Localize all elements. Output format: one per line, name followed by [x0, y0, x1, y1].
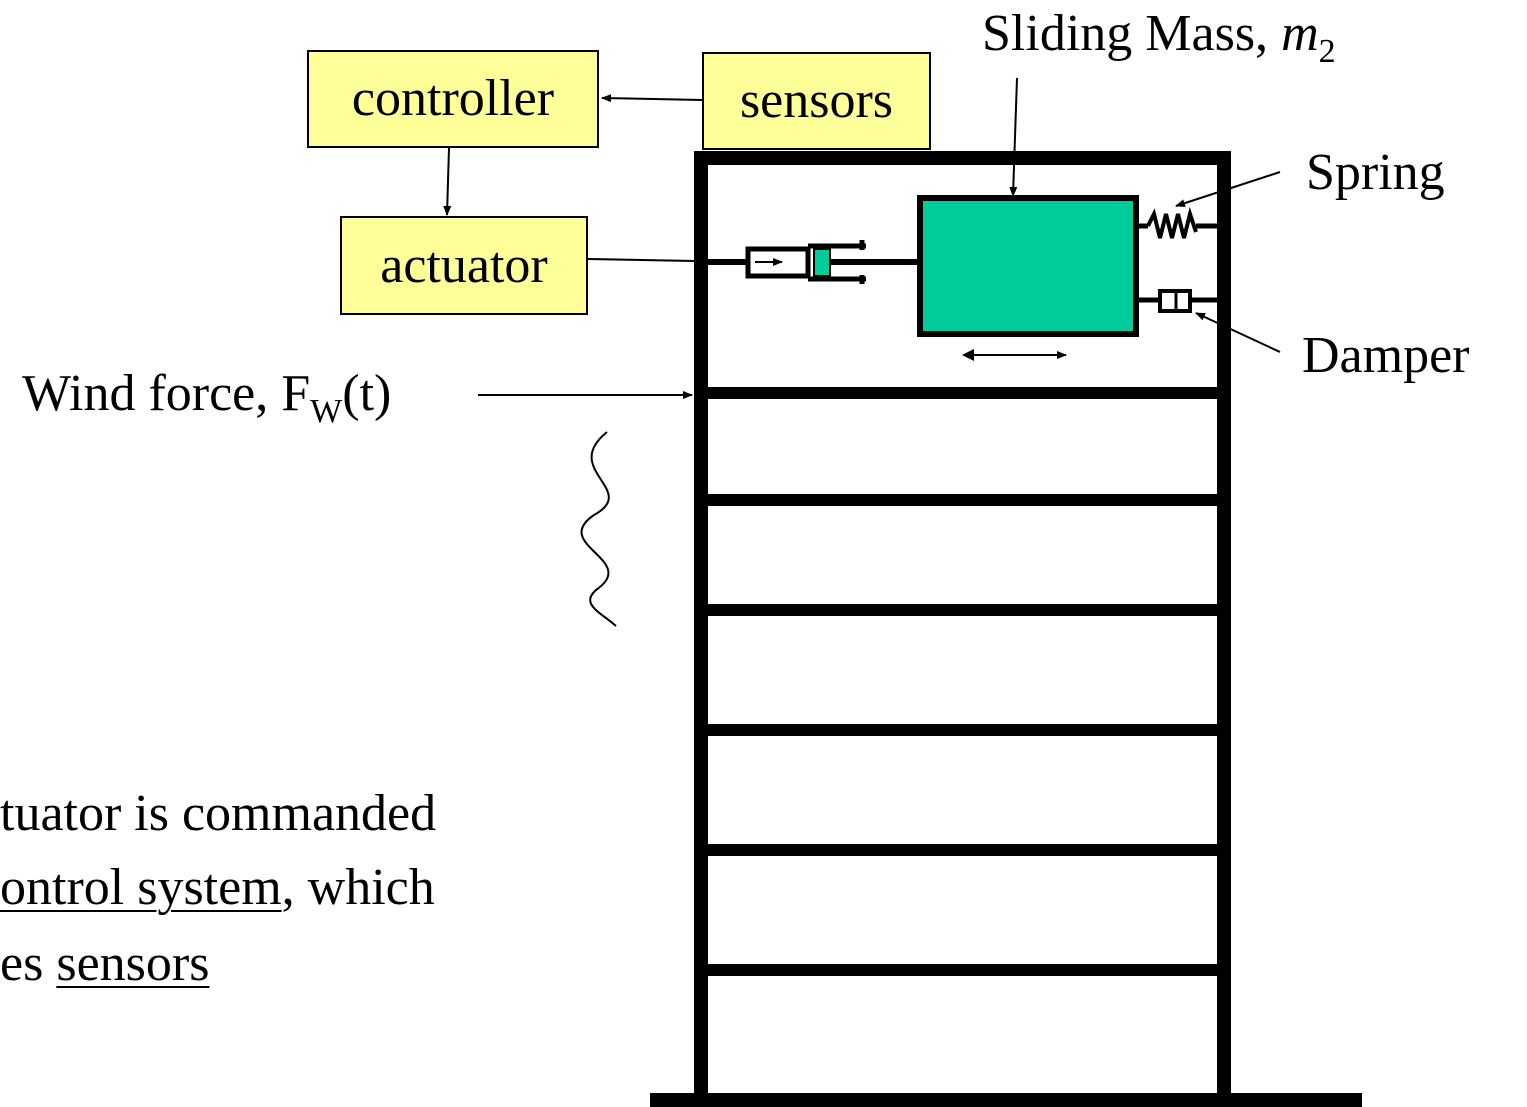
floor-slabs	[701, 387, 1224, 976]
sensors-block: sensors	[702, 52, 931, 150]
actuator-block: actuator	[340, 216, 588, 315]
spring	[1136, 206, 1218, 239]
sensors-label: sensors	[739, 72, 894, 129]
controller-block: controller	[307, 50, 599, 148]
mass-leader-arrow	[1009, 77, 1018, 197]
caption-line-3: es sensors	[0, 935, 210, 992]
sliding-mass-label: Sliding Mass, m2	[982, 5, 1336, 70]
sliding-mass	[917, 195, 1139, 337]
caption-line-2: ontrol system, which	[0, 859, 435, 916]
control-system-link: ontrol system	[0, 859, 282, 916]
damper-leader-arrow	[1195, 312, 1281, 353]
controller-to-actuator-arrow	[443, 147, 452, 216]
damper-label: Damper	[1302, 327, 1470, 384]
actuator-to-piston-line	[587, 258, 749, 263]
sensors-to-controller-arrow	[601, 94, 703, 103]
wind-force-label: Wind force, FW(t)	[22, 365, 392, 430]
mass-motion-arrow	[962, 349, 1067, 361]
spring-label: Spring	[1306, 144, 1445, 201]
building-frame	[694, 151, 1231, 1094]
wind-wave-icon	[580, 431, 617, 627]
spring-leader-arrow	[1175, 171, 1281, 208]
controller-label: controller	[351, 70, 555, 127]
sensors-underlined: sensors	[56, 935, 210, 992]
actuator-label: actuator	[380, 236, 548, 294]
caption-line-1: tuator is commanded	[0, 785, 437, 842]
damper	[1136, 289, 1218, 313]
